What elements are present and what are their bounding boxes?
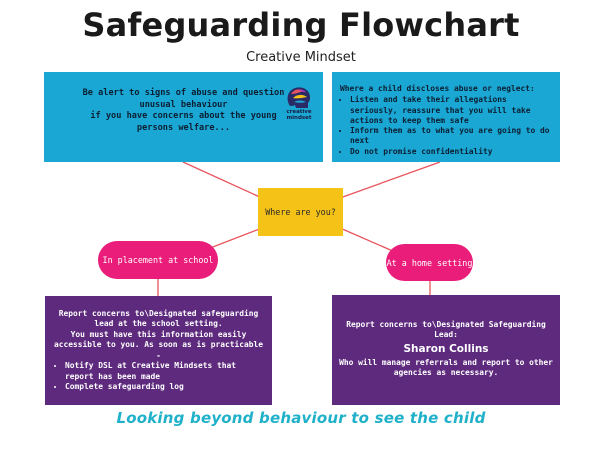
home-branch-label: At a home setting bbox=[386, 257, 473, 268]
disclosure-item: Listen and take their allegations seriou… bbox=[350, 95, 552, 126]
decision-label: Where are you? bbox=[265, 207, 336, 217]
school-action-list: Notify DSL at Creative Mindsets that rep… bbox=[53, 361, 264, 392]
alert-line-2: unusual behaviour bbox=[139, 99, 228, 110]
school-line-1: Report concerns to\Designated safeguardi… bbox=[58, 309, 259, 318]
home-line-3: Who will manage referrals and report to … bbox=[339, 358, 553, 368]
home-line-2: Lead: bbox=[434, 330, 458, 340]
school-action-item: Notify DSL at Creative Mindsets that rep… bbox=[65, 361, 264, 382]
school-branch-label: In placement at school bbox=[102, 255, 214, 265]
school-line-2: lead at the school setting. bbox=[94, 319, 223, 329]
connector-alert-to-decision bbox=[182, 161, 263, 199]
logo-text-line-2: mindset bbox=[286, 114, 312, 121]
connector-disclosure-to-decision bbox=[339, 161, 441, 199]
logo-text-line-1: creative bbox=[286, 109, 312, 115]
alert-box: Be alert to signs of abuse and question … bbox=[44, 72, 323, 162]
school-line-3: You must have this information easily bbox=[70, 329, 247, 339]
home-line-1: Report concerns to\Designated Safeguardi… bbox=[346, 320, 546, 329]
home-branch-pill: At a home setting bbox=[386, 244, 473, 281]
disclosure-list: Listen and take their allegations seriou… bbox=[340, 95, 552, 157]
disclosure-heading: Where a child discloses abuse or neglect… bbox=[340, 84, 535, 93]
school-line-4: accessible to you. As soon as is practic… bbox=[53, 340, 264, 360]
school-branch-pill: In placement at school bbox=[98, 241, 218, 279]
footer-tagline: Looking beyond behaviour to see the chil… bbox=[116, 409, 486, 427]
school-procedure-box: Report concerns to\Designated safeguardi… bbox=[45, 296, 272, 405]
alert-line-4: persons welfare... bbox=[136, 122, 231, 133]
dsl-name: Sharon Collins bbox=[403, 342, 489, 355]
disclosure-box: Where a child discloses abuse or neglect… bbox=[332, 72, 560, 162]
disclosure-item: Do not promise confidentiality bbox=[350, 147, 552, 157]
school-action-item: Complete safeguarding log bbox=[65, 382, 264, 392]
page-subtitle: Creative Mindset bbox=[246, 50, 356, 65]
connector-decision-to-school bbox=[204, 227, 263, 251]
alert-line-3: if you have concerns about the young bbox=[90, 111, 277, 122]
home-line-4: agencies as necessary. bbox=[393, 368, 499, 378]
decision-box: Where are you? bbox=[258, 188, 343, 236]
head-silhouette-icon bbox=[287, 87, 311, 108]
page-title: Safeguarding Flowchart bbox=[82, 6, 520, 44]
creative-mindset-logo: creative mindset bbox=[282, 84, 316, 124]
home-procedure-box: Report concerns to\Designated Safeguardi… bbox=[332, 295, 560, 405]
disclosure-item: Inform them as to what you are going to … bbox=[350, 126, 552, 147]
connector-decision-to-home bbox=[339, 227, 396, 253]
alert-line-1: Be alert to signs of abuse and question bbox=[82, 88, 285, 98]
